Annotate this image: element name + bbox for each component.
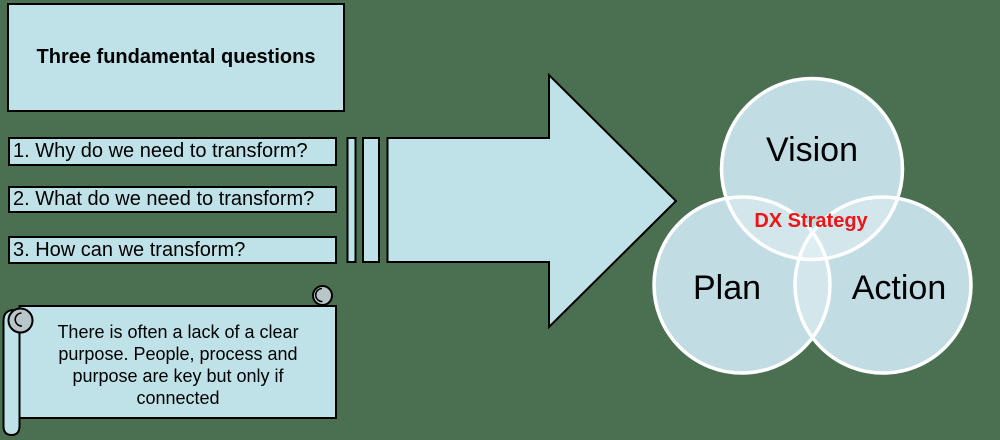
venn-label-vision: Vision: [766, 131, 858, 169]
venn-circle-plan-tint: [654, 197, 830, 373]
arrow-stripe-2: [362, 137, 380, 263]
venn-circle-action-base: [795, 197, 971, 373]
venn-circle-vision-ring: [719, 76, 905, 262]
scroll-note-text: There is often a lack of a clear purpose…: [57, 322, 299, 408]
venn-circle-vision-tint: [721, 78, 903, 260]
venn-circle-plan-ring: [652, 195, 832, 375]
question-2-label: 2. What do we need to transform?: [13, 188, 315, 210]
scroll-left-curl: [7, 307, 34, 334]
venn-label-plan: Plan: [692, 269, 762, 307]
venn-center-label: DX Strategy: [754, 210, 868, 232]
question-box-1: 1. Why do we need to transform?: [8, 137, 337, 166]
venn-label-action: Action: [851, 269, 947, 307]
question-box-2: 2. What do we need to transform?: [8, 186, 337, 213]
venn-circle-action-ring: [793, 195, 973, 375]
scroll-body: [18, 305, 337, 419]
question-1-label: 1. Why do we need to transform?: [13, 140, 308, 162]
scroll-left-curl-spiral: [14, 312, 23, 327]
question-box-3: 3. How can we transform?: [8, 236, 337, 264]
arrow-stripe-1: [346, 137, 357, 263]
venn-diagram: [652, 76, 973, 375]
title-box: Three fundamental questions: [7, 3, 345, 112]
scroll-banner: [2, 285, 337, 437]
venn-circle-plan-base: [654, 197, 830, 373]
question-3-label: 3. How can we transform?: [13, 238, 246, 261]
venn-circle-action-tint: [795, 197, 971, 373]
arrow-body: [386, 72, 678, 330]
title-box-label: Three fundamental questions: [36, 46, 316, 68]
striped-arrow: [346, 72, 678, 330]
scroll-right-curl-spiral: [314, 287, 323, 303]
scroll-left-roll: [2, 309, 21, 437]
